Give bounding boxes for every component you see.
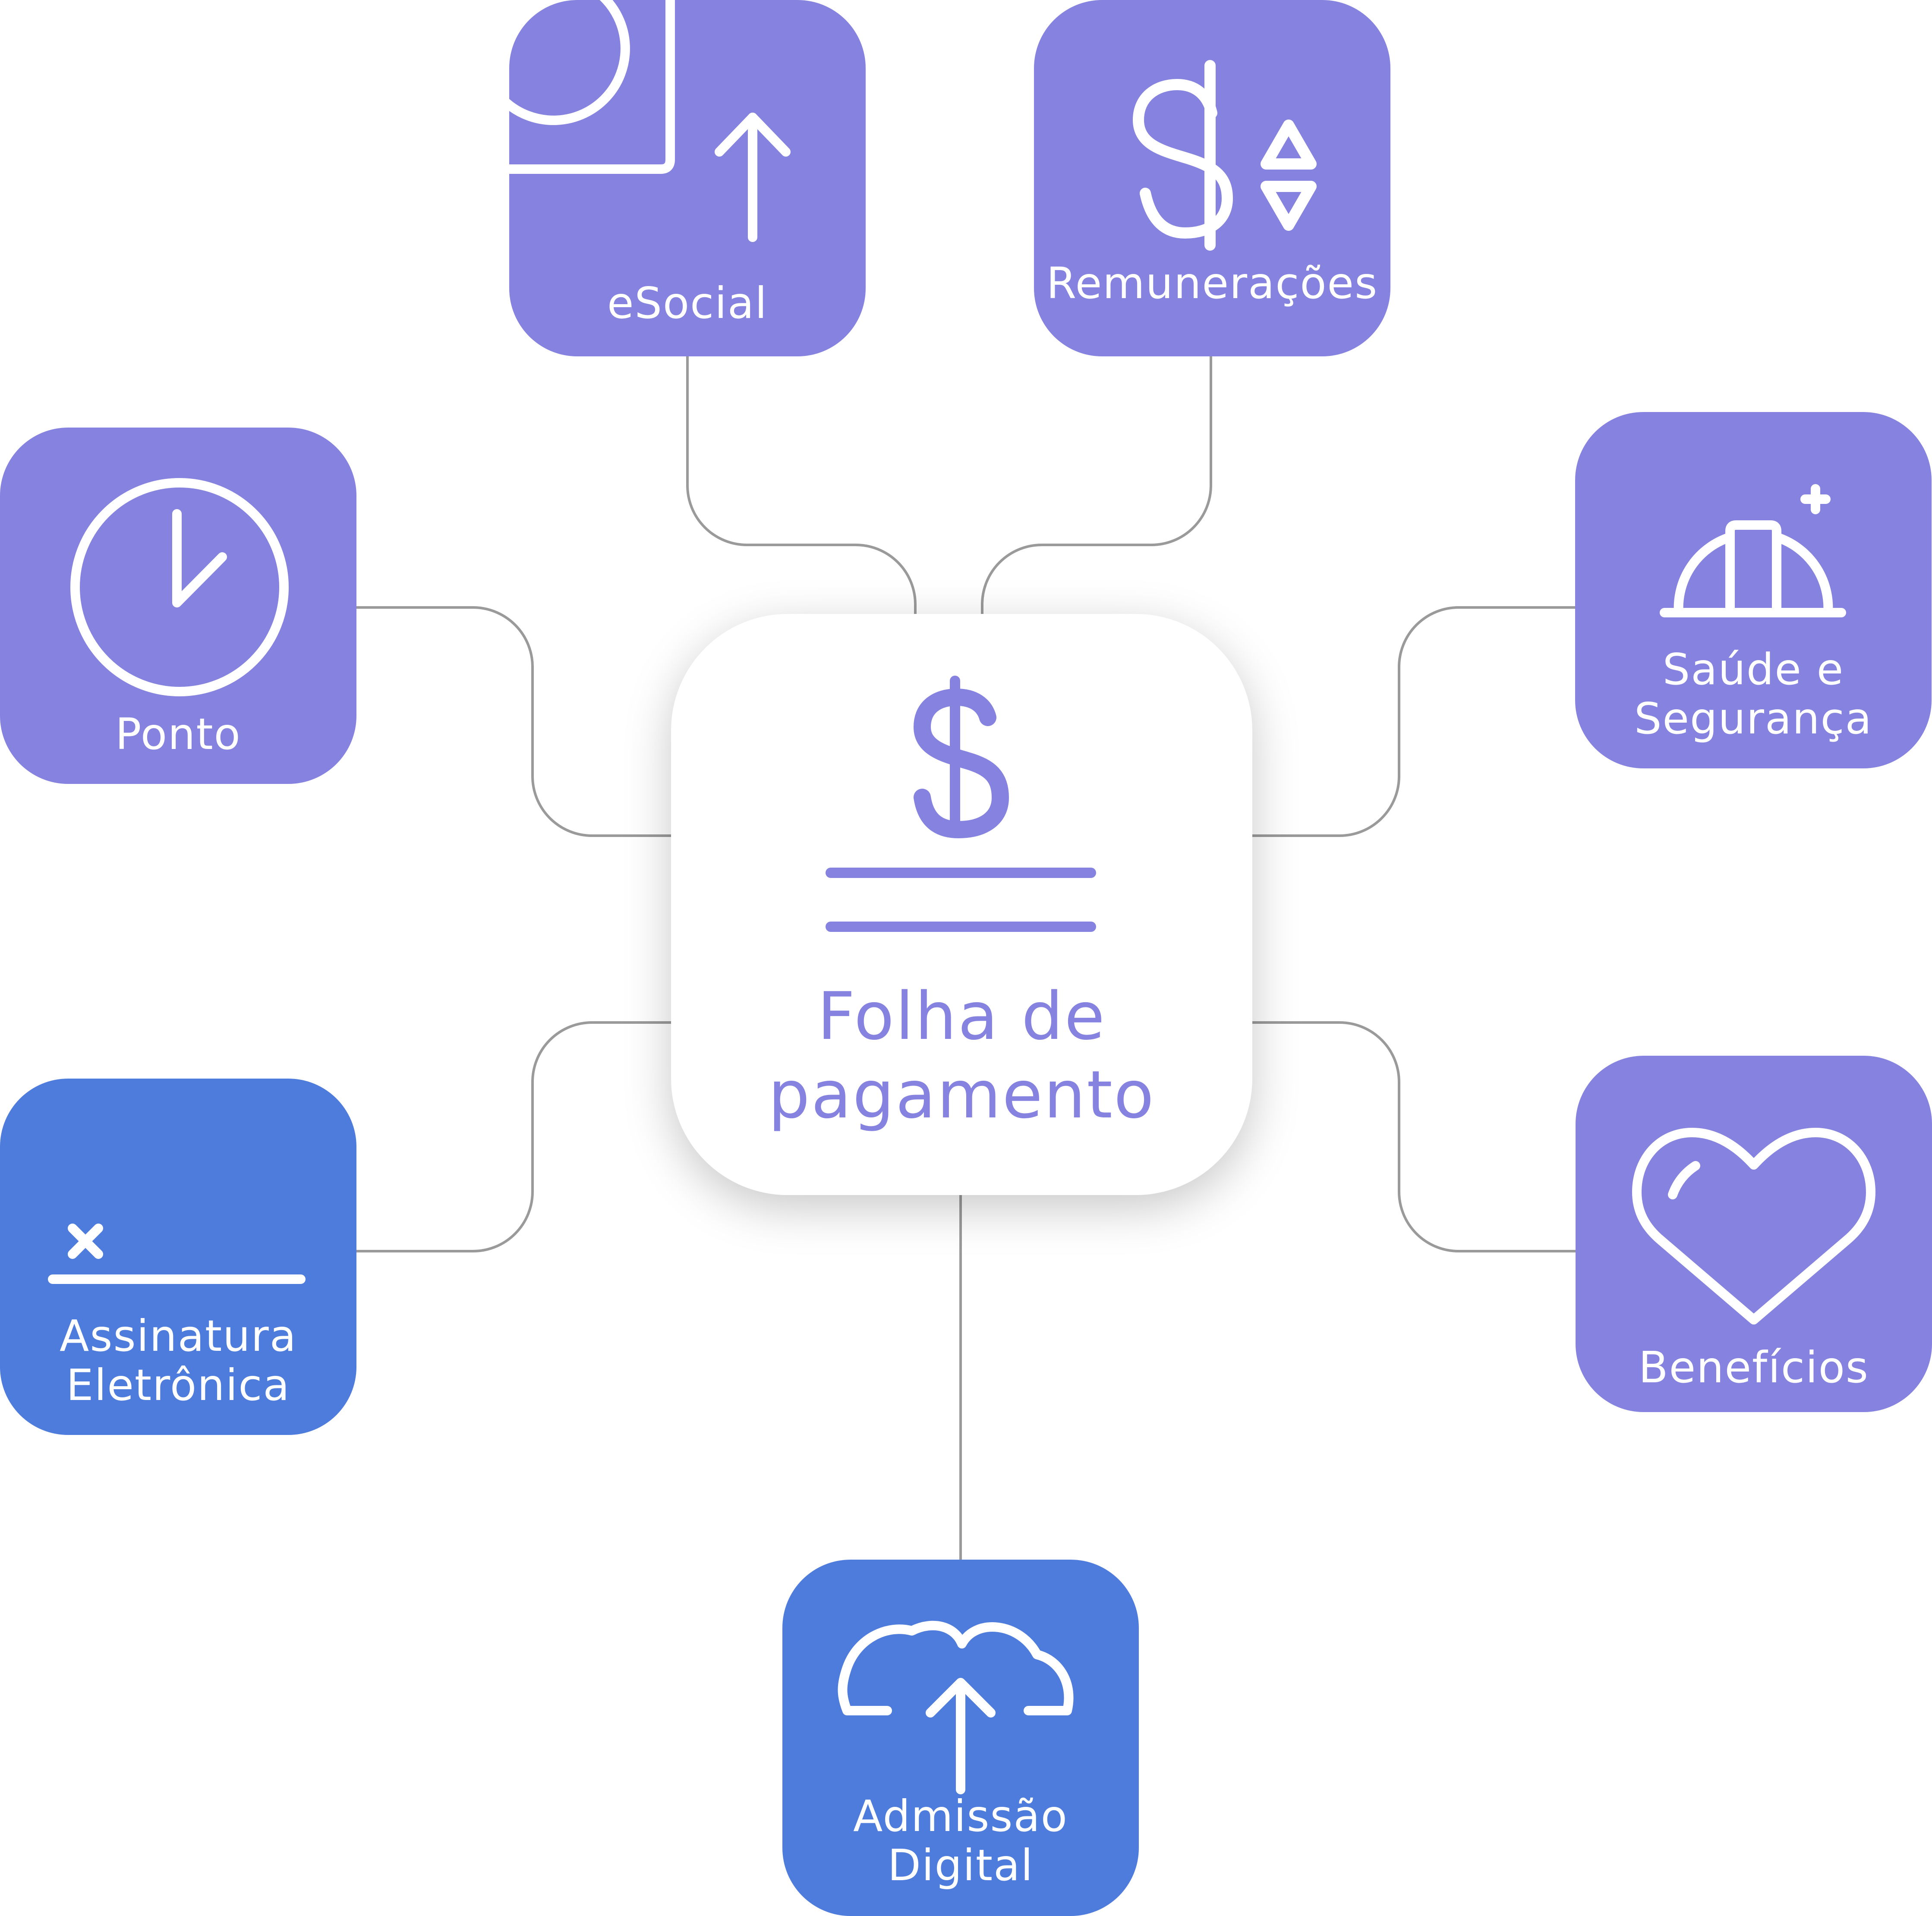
- connector-esocial: [686, 355, 917, 615]
- hub-title: Folha de pagamento: [671, 977, 1252, 1134]
- document-upload-icon: [509, 0, 791, 242]
- module-label: Admissão Digital: [791, 1792, 1130, 1890]
- module-assinatura-eletronica[interactable]: Assinatura Eletrônica: [0, 1079, 356, 1435]
- connector-beneficios: [1251, 1021, 1577, 1252]
- module-beneficios[interactable]: Benefícios: [1576, 1056, 1932, 1412]
- dollar-sign-icon: [826, 676, 1096, 932]
- signature-line-icon: [48, 1224, 306, 1284]
- hub-title-line1: Folha de: [817, 978, 1106, 1054]
- connector-ponto: [355, 606, 672, 837]
- connector-saude: [1251, 606, 1576, 837]
- module-label: Ponto: [115, 709, 241, 759]
- connector-assinatura: [355, 1021, 672, 1252]
- hard-hat-icon: [1660, 484, 1846, 617]
- module-esocial[interactable]: eSocial: [509, 0, 866, 356]
- module-label-line2: Segurança: [1634, 693, 1872, 744]
- module-saude-seguranca[interactable]: Saúde e Segurança: [1575, 412, 1932, 768]
- module-label: Assinatura Eletrônica: [9, 1312, 348, 1410]
- dollar-exchange-icon: [1133, 60, 1317, 251]
- module-label: eSocial: [607, 278, 768, 328]
- module-label: Saúde e Segurança: [1584, 645, 1923, 743]
- module-label: Benefícios: [1638, 1342, 1869, 1393]
- module-remuneracoes[interactable]: Remunerações: [1034, 0, 1390, 356]
- cloud-upload-icon: [838, 1620, 1074, 1794]
- connector-remuneracoes: [981, 355, 1212, 615]
- module-label-line2: Eletrônica: [66, 1360, 290, 1410]
- module-ponto[interactable]: Ponto: [0, 428, 356, 784]
- heart-icon: [1632, 1128, 1875, 1325]
- module-label-line2: Digital: [887, 1840, 1034, 1891]
- module-label-line1: Admissão: [853, 1791, 1068, 1841]
- hub-title-line2: pagamento: [768, 1057, 1155, 1133]
- module-admissao-digital[interactable]: Admissão Digital: [782, 1560, 1139, 1916]
- module-label: Remunerações: [1046, 258, 1378, 308]
- hub-folha-de-pagamento[interactable]: Folha de pagamento: [671, 614, 1252, 1195]
- clock-icon: [70, 478, 289, 696]
- module-label-line1: Assinatura: [59, 1311, 297, 1361]
- module-label-line1: Saúde e: [1662, 644, 1844, 695]
